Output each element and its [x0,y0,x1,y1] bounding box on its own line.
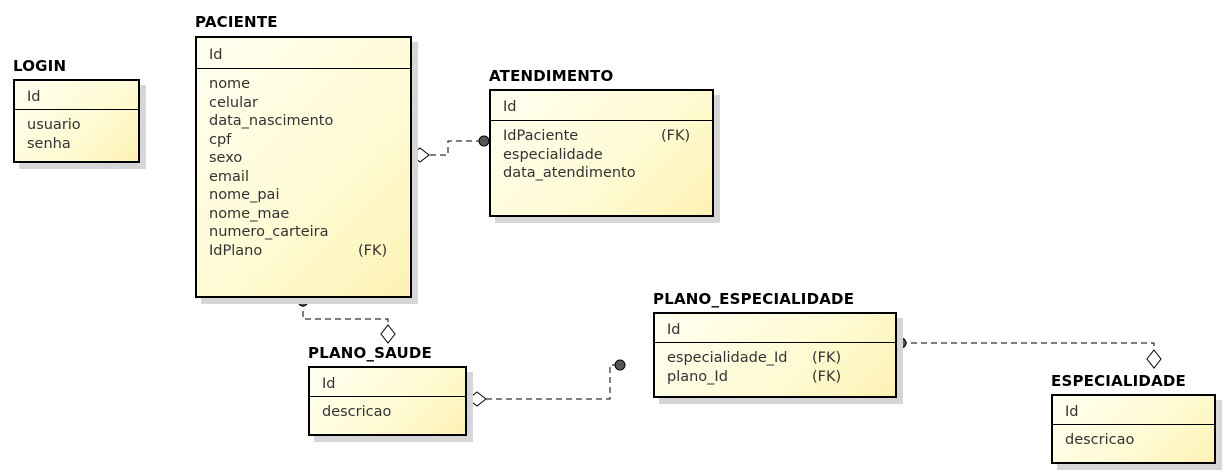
field-sexo: sexo [209,150,243,166]
pk-field: Id [27,89,41,105]
field-idplano: IdPlano (FK) [209,242,410,261]
pk-field: Id [503,99,517,115]
pk-field: Id [1065,404,1079,420]
field-descricao: descricao [1065,432,1135,448]
entity-box[interactable]: Id IdPaciente (FK) especialidade data_at… [489,89,714,217]
fk-marker: (FK) [661,128,691,144]
fk-marker: (FK) [358,242,388,259]
field-plano-id-label: plano_Id [667,368,728,385]
field-plano-id: plano_Id (FK) [667,368,895,387]
entity-title: PACIENTE [195,13,278,31]
field-nome-mae: nome_mae [209,205,290,222]
field-data-nascimento: data_nascimento [209,113,334,129]
entity-title: LOGIN [13,57,67,75]
field-especialidade-id-label: especialidade_Id [667,350,788,366]
field-data-atendimento: data_atendimento [503,165,636,181]
pk-field: Id [209,47,223,63]
pk-field: Id [667,322,681,338]
field-numero-carteira: numero_carteira [209,224,329,240]
entity-box[interactable]: Id descricao [1051,394,1216,464]
field-especialidade-id: especialidade_Id (FK) [667,349,895,368]
field-usuario: usuario [27,117,81,133]
field-idplano-label: IdPlano [209,242,263,259]
entity-title: ESPECIALIDADE [1051,372,1186,390]
entity-box[interactable]: Id nome celular data_nascimento cpf sexo… [195,36,412,298]
entity-box[interactable]: Id usuario senha [13,79,140,163]
entity-box[interactable]: Id especialidade_Id (FK) plano_Id (FK) [653,312,897,398]
entity-title: ATENDIMENTO [489,67,614,85]
field-idpaciente-label: IdPaciente [503,128,579,144]
field-senha: senha [27,135,71,152]
entity-title: PLANO_ESPECIALIDADE [653,290,855,308]
field-nome: nome [209,76,251,92]
rel-plano-saude-plano-especialidade [467,359,626,407]
field-email: email [209,168,249,185]
field-especialidade: especialidade [503,146,603,163]
field-nome-pai: nome_pai [209,187,280,203]
entity-box[interactable]: Id descricao [308,366,467,436]
field-descricao: descricao [322,404,392,420]
rel-plano-saude-paciente [297,295,396,344]
rel-especialidade-plano-especialidade [895,337,1162,369]
entity-title: PLANO_SAUDE [308,344,432,362]
field-cpf: cpf [209,131,232,148]
fk-marker: (FK) [812,350,842,366]
field-idpaciente: IdPaciente (FK) [503,127,712,146]
field-celular: celular [209,94,258,111]
rel-paciente-atendimento [410,135,490,163]
fk-marker: (FK) [812,368,842,385]
pk-field: Id [322,376,336,392]
